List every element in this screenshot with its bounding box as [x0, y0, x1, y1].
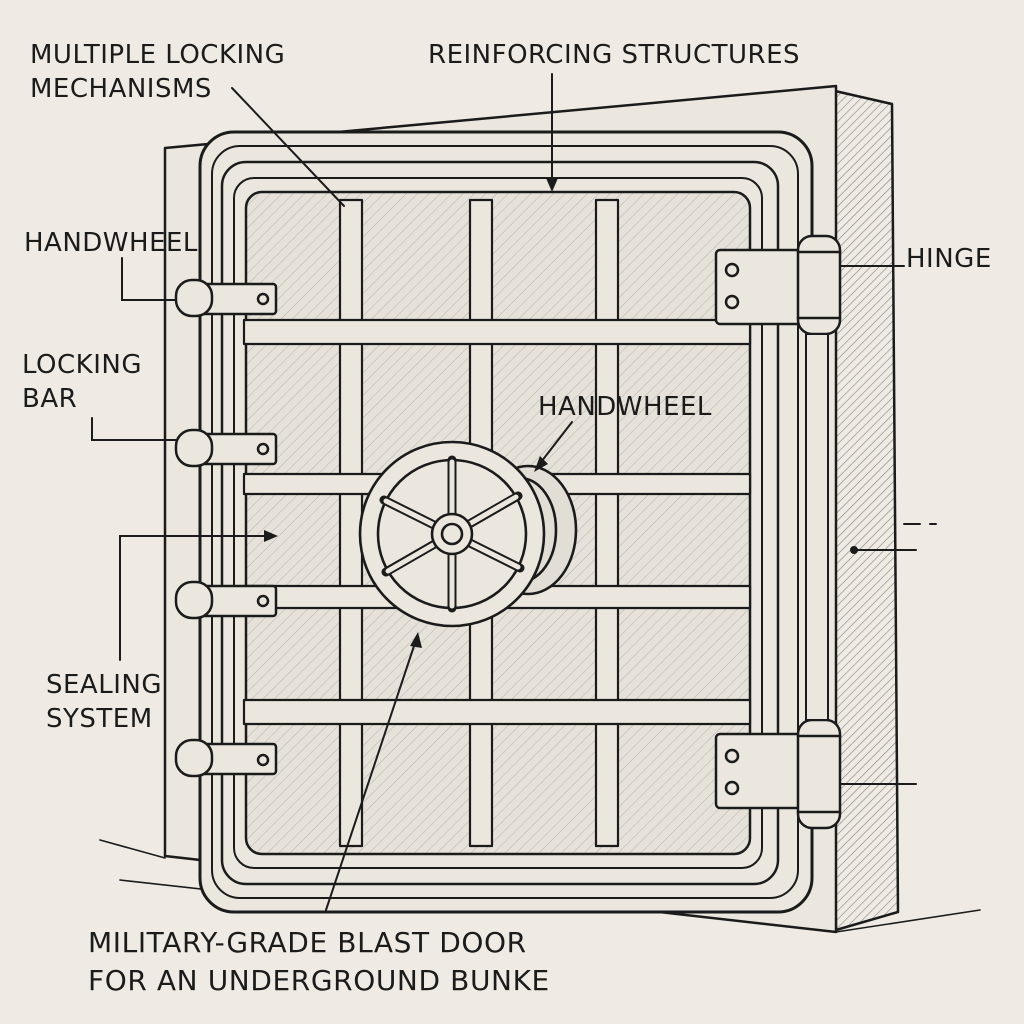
- leader-multiple-locking: [231, 87, 345, 207]
- handwheel-assembly: [358, 440, 578, 628]
- hinges: [714, 234, 842, 830]
- leader-sealing: [119, 535, 271, 661]
- label-sealing-system-line1: SEALING: [46, 670, 162, 700]
- mid-frame: [220, 160, 780, 886]
- label-sealing-system: SEALING SYSTEM: [46, 668, 162, 736]
- label-locking-bar: LOCKING BAR: [22, 348, 142, 416]
- leader-caption: [325, 639, 417, 911]
- locking-bolt: [174, 428, 278, 468]
- hinge-top: [714, 234, 842, 336]
- diagram-caption-line1: MILITARY-GRADE BLAST DOOR: [88, 926, 527, 959]
- outer-frame-inner: [211, 145, 799, 899]
- leader-handwheel-left: [121, 257, 177, 301]
- diagram-caption: MILITARY-GRADE BLAST DOOR FOR AN UNDERGR…: [88, 924, 550, 1000]
- label-reinforcing-structures: REINFORCING STRUCTURES: [428, 40, 801, 70]
- label-multiple-locking-line1: MULTIPLE LOCKING: [30, 40, 286, 70]
- locking-bolts: [174, 278, 278, 778]
- locking-bolt: [174, 278, 278, 318]
- wheel-hub: [430, 512, 474, 556]
- locking-bolt: [174, 580, 278, 620]
- label-hinge: HINGE: [906, 244, 992, 274]
- label-locking-bar-line1: LOCKING: [22, 350, 142, 380]
- leader-handwheel-center: [537, 421, 573, 467]
- hinge-pin-column: [805, 333, 829, 721]
- label-sealing-system-line2: SYSTEM: [46, 704, 153, 734]
- door-illustration: [99, 84, 981, 934]
- leader-locking-bar: [91, 417, 177, 441]
- label-handwheel-center: HANDWHEEL: [538, 392, 712, 422]
- label-handwheel-left: HANDWHEEL: [24, 228, 198, 258]
- label-multiple-locking: MULTIPLE LOCKING MECHANISMS: [30, 38, 285, 106]
- label-multiple-locking-line2: MECHANISMS: [30, 74, 212, 104]
- leader-lines: [91, 73, 937, 911]
- label-locking-bar-line2: BAR: [22, 384, 78, 414]
- locking-bolt: [174, 738, 278, 778]
- diagram-caption-line2: FOR AN UNDERGROUND BUNKE: [88, 964, 550, 997]
- hinge-bottom: [714, 718, 842, 830]
- seal-frame: [233, 177, 763, 869]
